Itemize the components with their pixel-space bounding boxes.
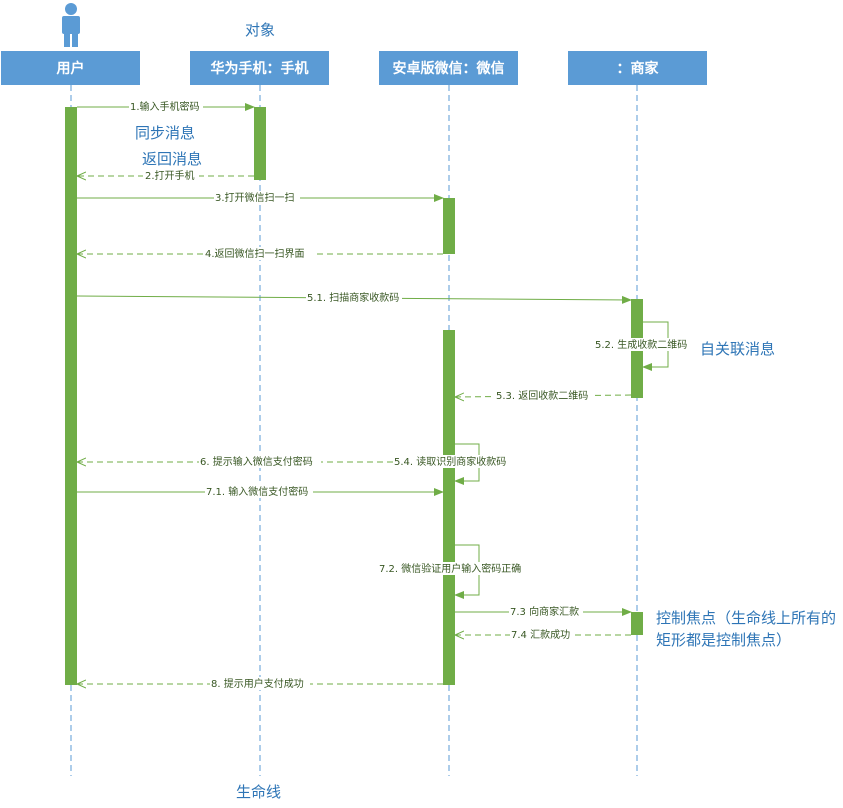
activation-bar-merchant-2	[631, 612, 643, 635]
lifeline-header-phone: 华为手机：手机	[190, 51, 329, 85]
message-labels: 1.输入手机密码 2.打开手机 3.打开微信扫一扫 4.返回微信扫一扫界面 5.…	[129, 100, 691, 690]
annotation-return-message: 返回消息	[142, 150, 203, 168]
annotation-lifeline: 生命线	[236, 783, 282, 801]
message-label-3: 3.打开微信扫一扫	[215, 191, 295, 204]
message-label-1: 1.输入手机密码	[130, 100, 200, 113]
message-label-6: 6. 提示输入微信支付密码	[200, 455, 313, 468]
message-label-5-3: 5.3. 返回收款二维码	[496, 389, 588, 402]
lifeline-lines	[70, 85, 638, 776]
message-label-4: 4.返回微信扫一扫界面	[205, 247, 305, 260]
message-label-5-2: 5.2. 生成收款二维码	[595, 338, 687, 351]
annotation-object: 对象	[245, 21, 276, 39]
message-label-7-4: 7.4 汇款成功	[511, 628, 570, 641]
activation-bar-wechat-2	[443, 330, 455, 685]
lifeline-header-label: 华为手机：手机	[210, 61, 309, 77]
lifeline-header-label: 用户	[56, 61, 85, 77]
message-label-8: 8. 提示用户支付成功	[211, 677, 304, 690]
message-label-7-2: 7.2. 微信验证用户输入密码正确	[379, 562, 521, 575]
activation-bar-wechat-1	[443, 198, 455, 254]
annotation-self-message: 自关联消息	[700, 340, 776, 358]
lifeline-header-wechat: 安卓版微信：微信	[379, 51, 518, 85]
activation-bar-user	[65, 107, 77, 685]
lifeline-header-user: 用户	[1, 51, 140, 85]
person-icon	[62, 3, 80, 47]
activation-bars	[65, 107, 643, 685]
message-label-5-4: 5.4. 读取识别商家收款码	[394, 455, 506, 468]
activation-bar-phone	[254, 107, 266, 180]
lifeline-header-label: 安卓版微信：微信	[392, 61, 505, 77]
message-label-7-1: 7.1. 输入微信支付密码	[206, 485, 308, 498]
annotation-focus-of-control: 控制焦点（生命线上所有的矩形都是控制焦点）	[656, 609, 837, 649]
lifeline-header-merchant: ：商家	[568, 51, 707, 85]
lifeline-header-label: ：商家	[616, 61, 659, 77]
message-label-7-3: 7.3 向商家汇款	[510, 605, 579, 618]
message-label-2: 2.打开手机	[145, 169, 195, 182]
message-label-5-1: 5.1. 扫描商家收款码	[307, 291, 399, 304]
annotation-sync-message: 同步消息	[135, 124, 196, 142]
